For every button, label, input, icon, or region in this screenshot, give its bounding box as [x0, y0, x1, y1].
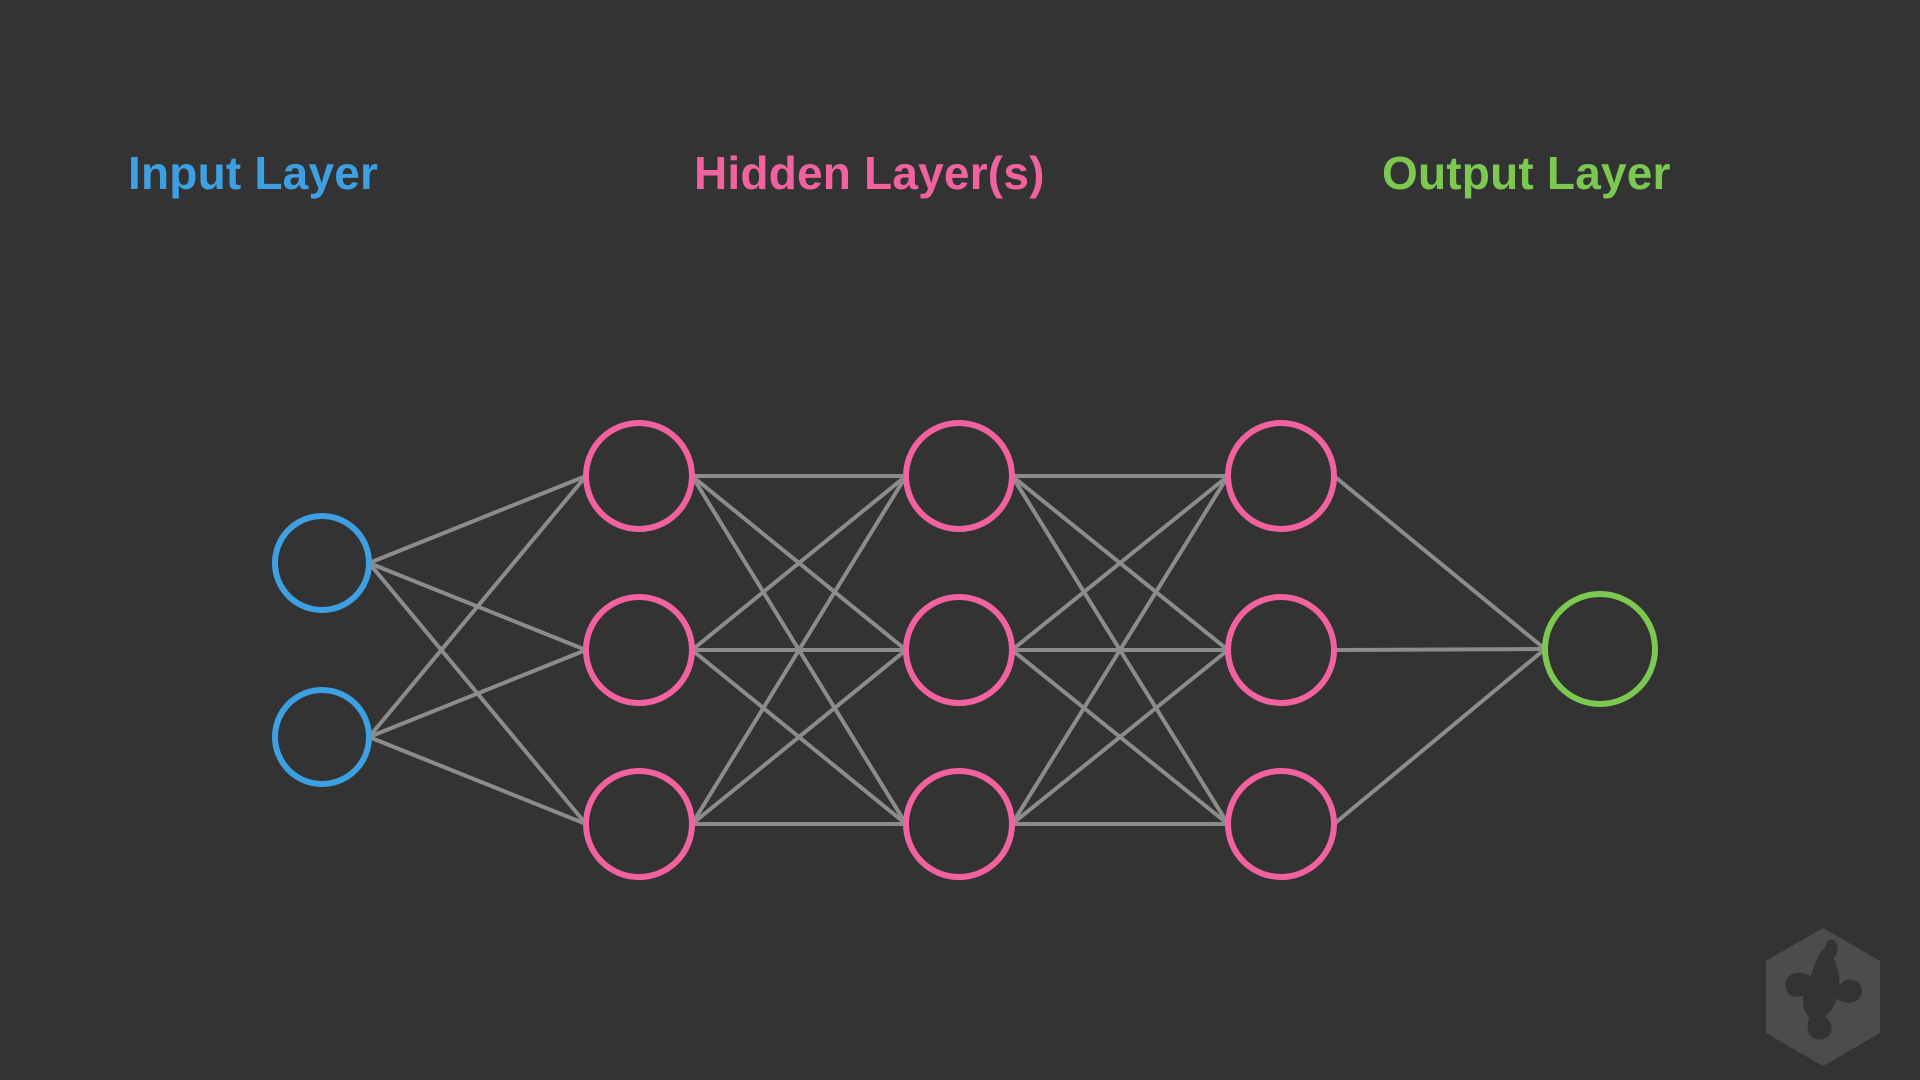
output-layer-label: Output Layer [1382, 147, 1671, 199]
neuron-h3_2 [1225, 594, 1337, 706]
connection-edge [368, 474, 587, 565]
connection-edge [1010, 648, 1230, 826]
neuron-i1 [272, 513, 372, 613]
neuron-h1_2 [583, 594, 695, 706]
neuron-h1_1 [583, 420, 695, 532]
input-layer-label: Input Layer [128, 147, 379, 199]
connection-edge [368, 648, 587, 739]
neuron-h2_1 [903, 420, 1015, 532]
neuron-h2_2 [903, 594, 1015, 706]
connection-edge [367, 474, 588, 739]
connection-edge [1333, 647, 1546, 652]
neuron-i2 [272, 687, 372, 787]
neuron-h1_3 [583, 768, 695, 880]
neuron-h3_3 [1225, 768, 1337, 880]
neuron-h3_1 [1225, 420, 1337, 532]
neuron-o1 [1542, 591, 1658, 707]
connection-edge [690, 648, 908, 826]
connection-edge [1010, 474, 1230, 652]
connection-edge [1332, 647, 1547, 826]
connection-edge [368, 735, 587, 826]
connection-edge [1332, 474, 1547, 651]
connection-edges [367, 474, 1547, 826]
connection-edge [690, 474, 908, 652]
connection-edge [1010, 474, 1230, 826]
neuron-h2_3 [903, 768, 1015, 880]
treehouse-hexagon-logo-icon [1766, 928, 1880, 1066]
neuron-nodes [272, 420, 1658, 880]
hidden-layer-label: Hidden Layer(s) [694, 147, 1045, 199]
connection-edge [690, 474, 908, 826]
